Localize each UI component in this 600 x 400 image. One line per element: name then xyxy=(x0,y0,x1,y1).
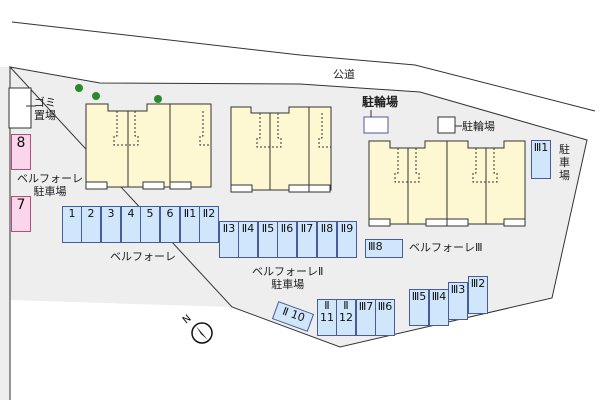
compass-north-icon xyxy=(191,322,213,344)
garbage-area xyxy=(8,87,32,129)
road-edge xyxy=(11,21,596,112)
parking-spot-iii3: Ⅲ3 xyxy=(448,282,468,320)
parking-spot-ii1: Ⅱ1 xyxy=(180,206,200,243)
parking-spot-6: 6 xyxy=(160,206,180,243)
parking-spot-ii9: Ⅱ9 xyxy=(337,221,357,258)
building-belfore-2 xyxy=(230,106,332,193)
bike-parking-box-2 xyxy=(437,116,456,134)
parking-spot-iii6: Ⅲ6 xyxy=(375,299,395,336)
parking-spot-ii7: Ⅱ7 xyxy=(297,221,317,258)
parking-spot-3: 3 xyxy=(101,206,121,243)
parking-right-label: 駐 車 場 xyxy=(559,143,570,182)
bike-parking-label-1: 駐輪場 xyxy=(362,95,399,109)
building-belfore xyxy=(85,103,212,190)
road-label: 公道 xyxy=(333,68,355,81)
parking-spot-ii4: Ⅱ4 xyxy=(238,221,258,258)
belfore-3-label: ベルフォーレⅢ xyxy=(409,241,483,254)
belfore-parking-label: ベルフォーレ 駐車場 xyxy=(17,172,83,198)
parking-spot-1: 1 xyxy=(62,206,82,243)
parking-spot-2: 2 xyxy=(81,206,101,243)
tree-icon xyxy=(154,95,162,103)
parking-spot-ii8: Ⅱ8 xyxy=(317,221,337,258)
parking-spot-iii8: Ⅲ8 xyxy=(365,239,403,258)
building-belfore-3 xyxy=(368,140,526,227)
parking-spot-iii7: Ⅲ7 xyxy=(356,299,376,336)
bike-parking-label-2: 駐輪場 xyxy=(462,120,495,133)
belfore-2-parking-label: ベルフォーレⅡ 駐車場 xyxy=(252,265,324,291)
parking-spot-ii5: Ⅱ5 xyxy=(258,221,278,258)
parking-spot-8: 8 xyxy=(11,134,31,170)
parking-spot-iii5: Ⅲ5 xyxy=(409,289,429,326)
parking-spot-ii3: Ⅱ3 xyxy=(219,221,239,258)
compass-label: N xyxy=(181,313,194,326)
garbage-label: ゴミ 置場 xyxy=(34,96,56,122)
parking-spot-iii4: Ⅲ4 xyxy=(429,289,449,326)
tree-icon xyxy=(75,84,83,92)
parking-spot-ii2: Ⅱ2 xyxy=(199,206,219,243)
belfore-label: ベルフォーレ xyxy=(110,250,176,263)
parking-spot-iii2: Ⅲ2 xyxy=(468,276,488,314)
parking-spot-ii6: Ⅱ6 xyxy=(277,221,297,258)
parking-spot-ii11: Ⅱ 11 xyxy=(317,299,337,336)
parking-spot-5: 5 xyxy=(140,206,160,243)
parking-spot-7: 7 xyxy=(11,196,31,232)
parking-spot-4: 4 xyxy=(121,206,141,243)
bike-parking-box-1 xyxy=(363,116,389,134)
tree-icon xyxy=(92,92,100,100)
parking-spot-iii1: Ⅲ1 xyxy=(531,140,551,179)
parking-spot-ii12: Ⅱ 12 xyxy=(336,299,356,336)
